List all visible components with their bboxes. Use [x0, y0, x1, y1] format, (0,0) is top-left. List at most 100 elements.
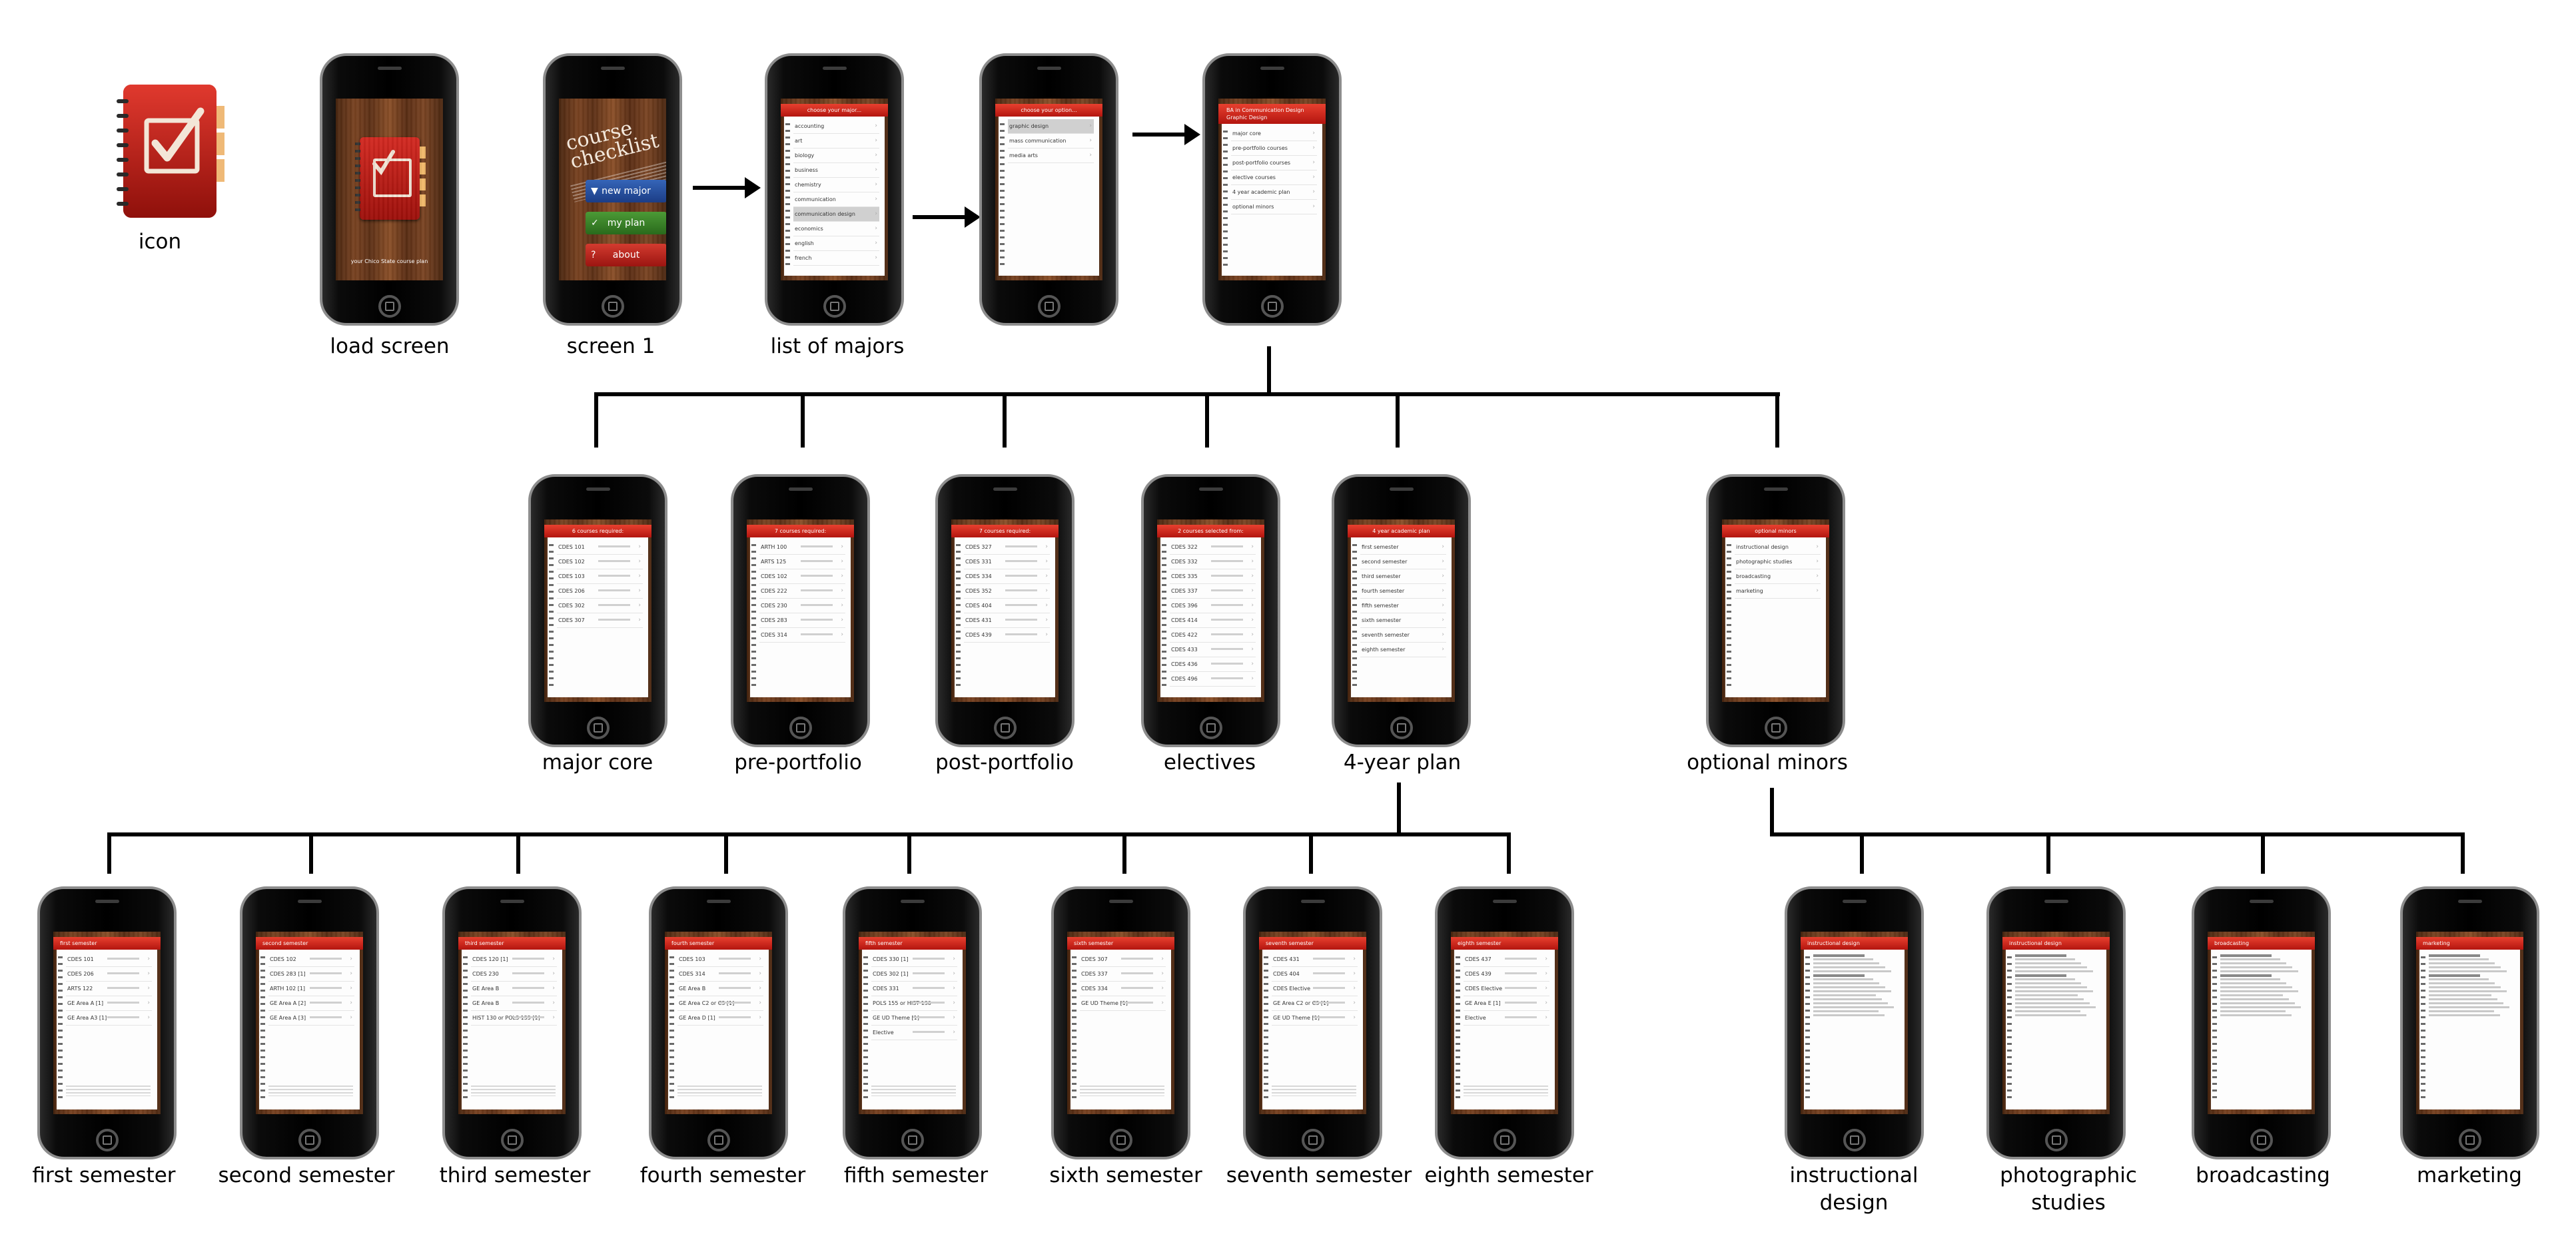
list-item[interactable]: CDES 337›: [1080, 967, 1166, 982]
list-item[interactable]: mass communication›: [1008, 134, 1094, 149]
list-item[interactable]: post-portfolio courses›: [1231, 156, 1317, 170]
list-item[interactable]: GE UD Theme [1]›: [871, 1011, 957, 1026]
list-item[interactable]: communication design›: [793, 207, 879, 222]
home-button[interactable]: [901, 1129, 924, 1151]
list-item[interactable]: CDES 439›: [1464, 967, 1549, 982]
list-item[interactable]: photographic studies›: [1735, 555, 1821, 569]
list-item[interactable]: eighth semester›: [1360, 643, 1446, 657]
list-item[interactable]: CDES 334›: [964, 569, 1050, 584]
list-item[interactable]: Elective›: [871, 1026, 957, 1040]
list-item[interactable]: CDES 102›: [268, 952, 354, 967]
list-item[interactable]: CDES 422›: [1170, 628, 1256, 643]
list-item[interactable]: marketing›: [1735, 584, 1821, 599]
home-button[interactable]: [1493, 1129, 1516, 1151]
list-item[interactable]: sixth semester›: [1360, 613, 1446, 628]
list-item[interactable]: english›: [793, 236, 879, 251]
list-item[interactable]: CDES 433›: [1170, 643, 1256, 657]
list-item[interactable]: second semester›: [1360, 555, 1446, 569]
list-item[interactable]: major core›: [1231, 127, 1317, 141]
home-button[interactable]: [823, 295, 846, 318]
list-item[interactable]: CDES 103›: [557, 569, 643, 584]
list-item[interactable]: first semester›: [1360, 540, 1446, 555]
list-item[interactable]: GE Area E [1]›: [1464, 996, 1549, 1011]
list-item[interactable]: CDES 496›: [1170, 672, 1256, 687]
list-item[interactable]: POLS 155 or HIST 130›: [871, 996, 957, 1011]
home-button[interactable]: [1390, 717, 1413, 739]
list-item[interactable]: ARTH 102 [1]›: [268, 982, 354, 996]
new-major-button[interactable]: ▼new major: [586, 180, 666, 202]
list-item[interactable]: CDES 206›: [557, 584, 643, 599]
list-item[interactable]: economics›: [793, 222, 879, 236]
list-item[interactable]: GE Area A [2]›: [268, 996, 354, 1011]
list-item[interactable]: seventh semester›: [1360, 628, 1446, 643]
list-item[interactable]: CDES 102›: [759, 569, 845, 584]
home-button[interactable]: [1843, 1129, 1866, 1151]
list-item[interactable]: third semester›: [1360, 569, 1446, 584]
home-button[interactable]: [1037, 295, 1061, 318]
list-item[interactable]: GE Area A3 [1]›: [66, 1011, 152, 1026]
home-button[interactable]: [707, 1129, 730, 1151]
list-item[interactable]: GE Area B›: [471, 996, 557, 1011]
list-item[interactable]: GE Area C2 or C3 [1]›: [677, 996, 763, 1011]
list-item[interactable]: CDES 330 [1]›: [871, 952, 957, 967]
list-item[interactable]: GE Area B›: [677, 982, 763, 996]
list-item[interactable]: CDES 101›: [66, 952, 152, 967]
list-item[interactable]: accounting›: [793, 119, 879, 134]
list-item[interactable]: CDES 404›: [1272, 967, 1358, 982]
list-item[interactable]: CDES 335›: [1170, 569, 1256, 584]
list-item[interactable]: fourth semester›: [1360, 584, 1446, 599]
list-item[interactable]: CDES 327›: [964, 540, 1050, 555]
list-item[interactable]: communication›: [793, 192, 879, 207]
list-item[interactable]: HIST 130 or POLS 155 [1]›: [471, 1011, 557, 1026]
list-item[interactable]: CDES 283›: [759, 613, 845, 628]
home-button[interactable]: [95, 1129, 119, 1151]
list-item[interactable]: ARTH 100›: [759, 540, 845, 555]
list-item[interactable]: GE Area A [3]›: [268, 1011, 354, 1026]
list-item[interactable]: ARTS 122›: [66, 982, 152, 996]
home-button[interactable]: [789, 717, 812, 739]
list-item[interactable]: CDES 307›: [1080, 952, 1166, 967]
list-item[interactable]: broadcasting›: [1735, 569, 1821, 584]
list-item[interactable]: GE UD Theme [1]›: [1272, 1011, 1358, 1026]
list-item[interactable]: CDES 101›: [557, 540, 643, 555]
list-item[interactable]: french›: [793, 251, 879, 266]
list-item[interactable]: CDES 436›: [1170, 657, 1256, 672]
list-item[interactable]: GE UD Theme [1]›: [1080, 996, 1166, 1011]
list-item[interactable]: CDES 314›: [677, 967, 763, 982]
list-item[interactable]: biology›: [793, 149, 879, 163]
list-item[interactable]: CDES 437›: [1464, 952, 1549, 967]
list-item[interactable]: CDES 283 [1]›: [268, 967, 354, 982]
home-button[interactable]: [1764, 717, 1787, 739]
my-plan-button[interactable]: ✓my plan: [586, 212, 666, 234]
list-item[interactable]: CDES Elective›: [1272, 982, 1358, 996]
list-item[interactable]: CDES 414›: [1170, 613, 1256, 628]
list-item[interactable]: graphic design›: [1008, 119, 1094, 134]
list-item[interactable]: elective courses›: [1231, 170, 1317, 185]
list-item[interactable]: CDES 103›: [677, 952, 763, 967]
list-item[interactable]: CDES 337›: [1170, 584, 1256, 599]
list-item[interactable]: fifth semester›: [1360, 599, 1446, 613]
list-item[interactable]: CDES 331›: [964, 555, 1050, 569]
about-button[interactable]: ?about: [586, 244, 666, 266]
home-button[interactable]: [2458, 1129, 2481, 1151]
list-item[interactable]: instructional design›: [1735, 540, 1821, 555]
home-button[interactable]: [1301, 1129, 1324, 1151]
list-item[interactable]: CDES 332›: [1170, 555, 1256, 569]
list-item[interactable]: CDES 396›: [1170, 599, 1256, 613]
list-item[interactable]: CDES 314›: [759, 628, 845, 643]
home-button[interactable]: [1109, 1129, 1132, 1151]
home-button[interactable]: [601, 295, 624, 318]
list-item[interactable]: GE Area D [1]›: [677, 1011, 763, 1026]
home-button[interactable]: [2044, 1129, 2068, 1151]
list-item[interactable]: CDES 322›: [1170, 540, 1256, 555]
list-item[interactable]: CDES 102›: [557, 555, 643, 569]
list-item[interactable]: art›: [793, 134, 879, 149]
list-item[interactable]: chemistry›: [793, 178, 879, 192]
list-item[interactable]: CDES 302 [1]›: [871, 967, 957, 982]
home-button[interactable]: [500, 1129, 524, 1151]
list-item[interactable]: CDES 334›: [1080, 982, 1166, 996]
list-item[interactable]: CDES 439›: [964, 628, 1050, 643]
list-item[interactable]: CDES 230›: [759, 599, 845, 613]
list-item[interactable]: Elective›: [1464, 1011, 1549, 1026]
list-item[interactable]: business›: [793, 163, 879, 178]
